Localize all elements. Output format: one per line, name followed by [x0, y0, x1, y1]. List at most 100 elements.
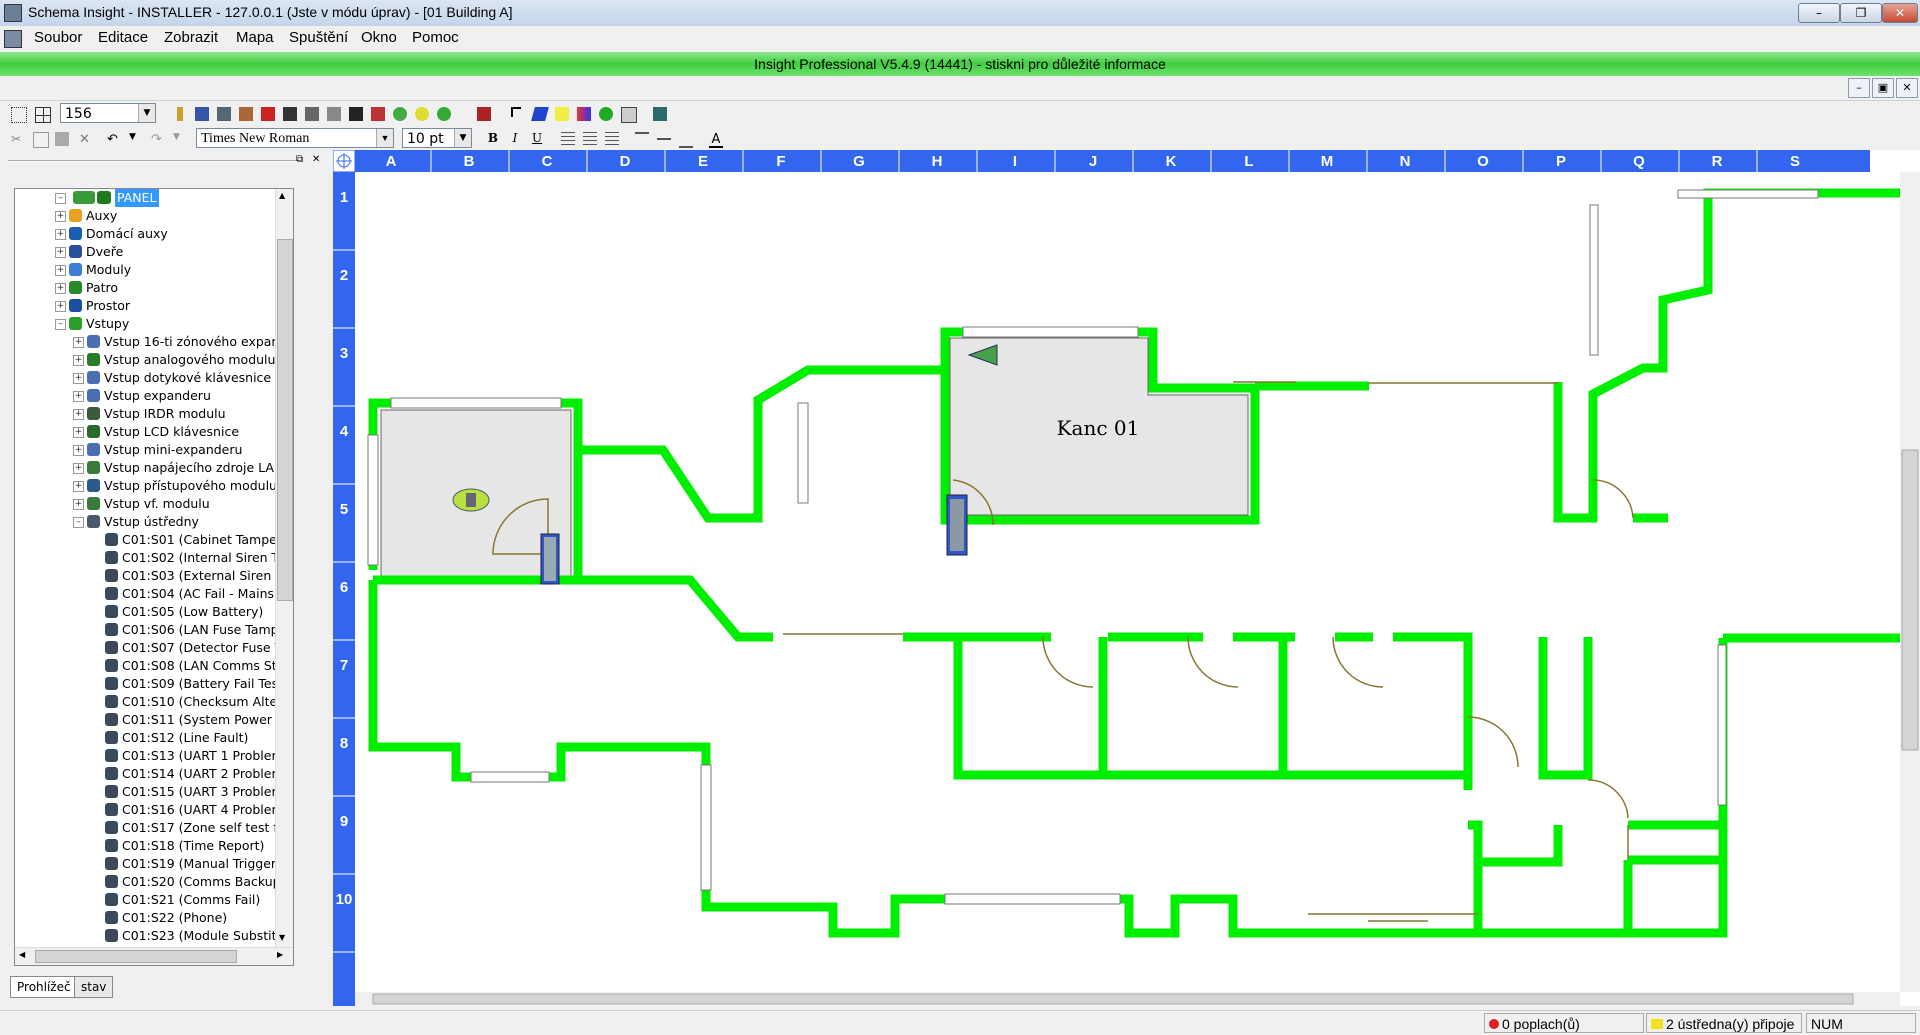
expand-icon[interactable]: +: [55, 265, 66, 276]
hscroll-thumb[interactable]: [35, 950, 237, 963]
expand-icon[interactable]: +: [73, 337, 84, 348]
chevron-down-icon[interactable]: ▼: [454, 129, 471, 147]
expand-icon[interactable]: +: [55, 211, 66, 222]
redo-icon[interactable]: ↷: [151, 132, 162, 147]
tree-item[interactable]: C01:S09 (Battery Fail Tes: [15, 675, 278, 693]
grid-button[interactable]: [32, 104, 52, 124]
tree-item[interactable]: +Vstup IRDR modulu: [15, 405, 275, 423]
close-button[interactable]: ✕: [1882, 3, 1918, 23]
tool-monitor-button[interactable]: [650, 104, 670, 124]
tool-color-shape-button[interactable]: [574, 104, 594, 124]
tree-item[interactable]: C01:S17 (Zone self test f: [15, 819, 278, 837]
tree-item[interactable]: C01:S02 (Internal Siren T: [15, 549, 279, 567]
align-right-icon[interactable]: [602, 129, 622, 149]
tab-stav[interactable]: stav: [74, 976, 114, 998]
tree-item[interactable]: C01:S06 (LAN Fuse Tamp: [15, 621, 279, 639]
tree-horizontal-scrollbar[interactable]: ◀ ▶: [15, 947, 293, 965]
tree-item[interactable]: +Auxy: [15, 207, 275, 225]
maximize-button[interactable]: ❐: [1840, 3, 1882, 23]
scroll-up-icon[interactable]: ▲: [279, 191, 286, 200]
align-center-icon[interactable]: [580, 129, 600, 149]
menu-pomoc[interactable]: Pomoc: [412, 29, 459, 46]
tree-item[interactable]: –Vstup ústředny: [15, 513, 275, 531]
tool-image-button[interactable]: [618, 104, 638, 124]
tree-item[interactable]: +Vstup dotykové klávesnice: [15, 369, 275, 387]
tree-item[interactable]: C01:S07 (Detector Fuse T: [15, 639, 282, 657]
tree-item[interactable]: C01:S08 (LAN Comms St: [15, 657, 277, 675]
tool-alarm-button[interactable]: [258, 104, 278, 124]
tool-door-pair-button[interactable]: [474, 104, 494, 124]
info-banner[interactable]: Insight Professional V5.4.9 (14441) - st…: [0, 52, 1920, 76]
tree-item[interactable]: +Vstup 16-ti zónového expand: [15, 333, 287, 351]
expand-icon[interactable]: +: [73, 481, 84, 492]
tool-printer-button[interactable]: [324, 104, 344, 124]
tree-item[interactable]: +Vstup napájecího zdroje LAN: [15, 459, 283, 477]
map-hscroll-thumb[interactable]: [372, 993, 1854, 1005]
tree-item[interactable]: +Vstup expanderu: [15, 387, 275, 405]
menu-zobrazit[interactable]: Zobrazit: [164, 29, 219, 46]
tool-module-button[interactable]: [192, 104, 212, 124]
tool-gear-button[interactable]: [390, 104, 410, 124]
menu-okno[interactable]: Okno: [361, 29, 397, 46]
tree-item[interactable]: C01:S04 (AC Fail - Mains: [15, 585, 275, 603]
expand-icon[interactable]: +: [55, 229, 66, 240]
tree-item[interactable]: +Patro: [15, 279, 275, 297]
tree-item[interactable]: C01:S16 (UART 4 Probler: [15, 801, 277, 819]
tree-item[interactable]: C01:S18 (Time Report): [15, 837, 275, 855]
expand-icon[interactable]: +: [73, 409, 84, 420]
tree-item[interactable]: +Dveře: [15, 243, 275, 261]
panel-gripper[interactable]: [8, 160, 298, 162]
expand-icon[interactable]: +: [73, 427, 84, 438]
scroll-thumb[interactable]: [277, 239, 293, 601]
tool-blue-shape-button[interactable]: [530, 104, 550, 124]
tree-item[interactable]: C01:S05 (Low Battery): [15, 603, 275, 621]
mdi-close-button[interactable]: ✕: [1896, 78, 1918, 98]
cut-icon[interactable]: ✂: [11, 132, 22, 146]
delete-icon[interactable]: ✕: [79, 132, 90, 147]
mdi-minimize-button[interactable]: –: [1848, 78, 1870, 98]
tool-globe-button[interactable]: [434, 104, 454, 124]
scroll-right-icon[interactable]: ▶: [277, 950, 284, 959]
undo-icon[interactable]: ↶: [107, 132, 118, 147]
minimize-button[interactable]: –: [1798, 3, 1840, 23]
expand-icon[interactable]: +: [55, 247, 66, 258]
menu-soubor[interactable]: Soubor: [34, 29, 83, 46]
mdi-restore-button[interactable]: ▣: [1872, 78, 1894, 98]
expand-icon[interactable]: +: [73, 499, 84, 510]
tool-door-button[interactable]: [236, 104, 256, 124]
tool-camera-button[interactable]: [346, 104, 366, 124]
tool-cabinet-button[interactable]: [302, 104, 322, 124]
menu-spusteni[interactable]: Spuštění: [289, 29, 349, 46]
paste-icon[interactable]: [52, 129, 72, 149]
align-left-icon[interactable]: [558, 129, 578, 149]
tree-item[interactable]: C01:S15 (UART 3 Probler: [15, 783, 277, 801]
collapse-icon[interactable]: –: [55, 193, 66, 204]
redo-dropdown-icon[interactable]: ▼: [173, 132, 180, 142]
tree-vertical-scrollbar[interactable]: ▲ ▼: [275, 189, 293, 947]
tree-item[interactable]: C01:S22 (Phone): [15, 909, 275, 927]
panel-close-icon[interactable]: ✕: [312, 154, 321, 165]
menu-editace[interactable]: Editace: [98, 29, 149, 46]
italic-button[interactable]: I: [512, 131, 518, 145]
expand-icon[interactable]: +: [55, 301, 66, 312]
zoom-combo[interactable]: 156 ▼: [60, 103, 156, 123]
bold-button[interactable]: B: [487, 131, 499, 145]
tree-item[interactable]: +Vstup analogového modulu: [15, 351, 275, 369]
tree-item[interactable]: C01:S20 (Comms Backup: [15, 873, 281, 891]
font-size-combo[interactable]: 10 pt ▼: [402, 128, 472, 148]
menu-mapa[interactable]: Mapa: [236, 29, 274, 46]
chevron-down-icon[interactable]: ▼: [138, 104, 155, 122]
tool-green-circle-button[interactable]: [596, 104, 616, 124]
valign-bottom-icon[interactable]: [676, 129, 696, 149]
tool-output-button[interactable]: [280, 104, 300, 124]
tree-item[interactable]: C01:S23 (Module Substit: [15, 927, 277, 945]
collapse-icon[interactable]: –: [73, 517, 84, 528]
font-name-combo[interactable]: Times New Roman ▼: [196, 128, 394, 148]
expand-icon[interactable]: +: [73, 463, 84, 474]
tree-item[interactable]: C01:S01 (Cabinet Tampe: [15, 531, 277, 549]
underline-button[interactable]: U: [531, 131, 543, 145]
tool-keypad-button[interactable]: [214, 104, 234, 124]
tree-item[interactable]: C01:S11 (System Power: [15, 711, 275, 729]
tree-item[interactable]: –Vstupy: [15, 315, 275, 333]
